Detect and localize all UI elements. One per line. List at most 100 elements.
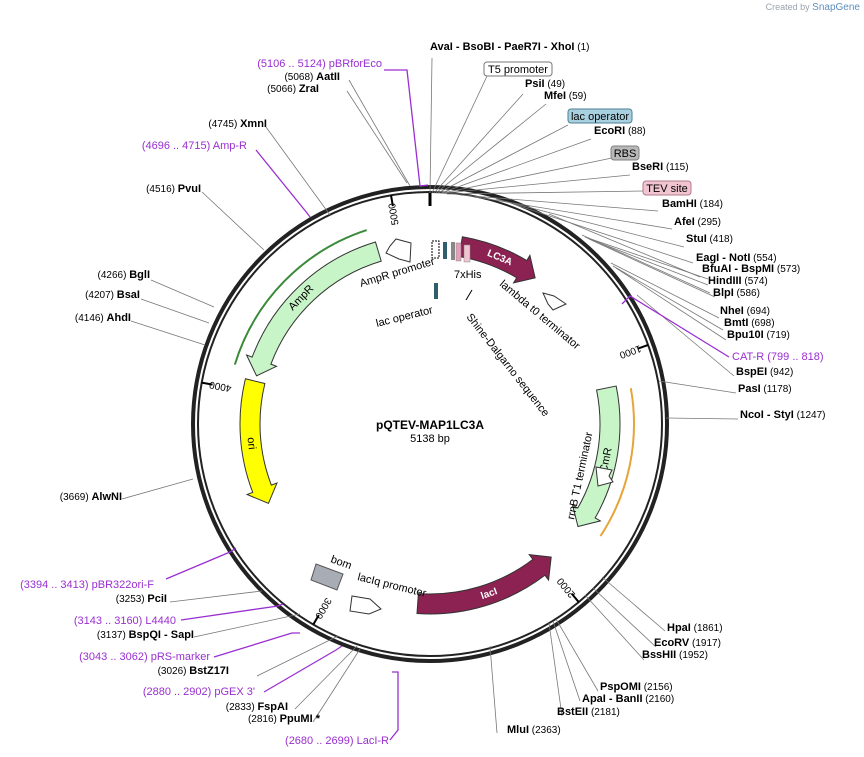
snapgene-logo: SnapGene	[812, 2, 860, 13]
his-tag-block	[455, 242, 462, 262]
enzyme-label: StuI (418)	[686, 233, 733, 245]
boxed-feature-box	[483, 61, 553, 77]
enzyme-label: MluI (2363)	[507, 724, 561, 736]
enzyme-label: (4207) BsaI	[85, 289, 140, 301]
ampr-promoter-arrow	[385, 238, 412, 263]
enzyme-label: (5066) ZraI	[267, 83, 319, 95]
credit-prefix: Created by	[765, 2, 810, 12]
enzyme-label: AfeI (295)	[674, 216, 721, 228]
sd-block	[465, 289, 473, 301]
feature-label-ori: ori	[245, 437, 258, 450]
feature-arrow-cmr	[571, 385, 621, 528]
plasmid-length: 5138 bp	[410, 433, 450, 445]
enzyme-label: (4146) AhdI	[75, 312, 131, 324]
primer-label: (2680 .. 2699) LacI-R	[285, 735, 389, 747]
label-lac-operator: lac operator	[375, 304, 435, 330]
tick-label: 2000	[555, 575, 578, 599]
boxed-feature-label: TEV site	[646, 183, 688, 195]
boxed-feature-box	[567, 108, 633, 124]
feature-label-laci: lacI	[480, 586, 500, 602]
enzyme-label: (3253) PciI	[116, 593, 167, 605]
primer-label: (3394 .. 3413) pBR322ori-F	[20, 579, 154, 591]
enzyme-label: (2833) FspAI	[226, 701, 288, 713]
label-shine-dalgarno: Shine-Dalgarno sequence	[464, 311, 552, 419]
tick-mark	[390, 195, 394, 207]
plasmid-name: pQTEV-MAP1LC3A	[376, 418, 484, 432]
enzyme-label: (3669) AlwNI	[60, 491, 122, 503]
feature-outline-ampr	[233, 229, 368, 365]
primer-lines	[165, 69, 730, 741]
boxed-feature-box	[610, 145, 640, 161]
enzyme-label: Bpu10I (719)	[727, 329, 790, 341]
primer-label: (4696 .. 4715) Amp-R	[142, 140, 247, 152]
feature-outline-cmr	[599, 387, 635, 537]
enzyme-label: (4745) XmnI	[208, 118, 267, 130]
primer-labels: (5106 .. 5124) pBRforEco (4696 .. 4715) A…	[20, 58, 823, 747]
bom-block	[310, 563, 344, 591]
primer-label: (5106 .. 5124) pBRforEco	[257, 58, 382, 70]
enzyme-label: (3026) BstZ17I	[158, 665, 229, 677]
leader-lines	[121, 57, 739, 734]
feature-arrow-lc3a	[458, 236, 536, 284]
label-7xhis: 7xHis	[454, 269, 482, 281]
tick-label: 4000	[208, 378, 232, 393]
tick-label: 1000	[617, 342, 642, 360]
enzyme-label: PsiI (49)	[525, 78, 565, 90]
enzyme-label: NcoI - StyI (1247)	[740, 409, 825, 421]
snapgene-credit: Created by SnapGene	[766, 2, 860, 13]
tick-mark	[637, 343, 649, 350]
primer-label: (3143 .. 3160) L4440	[74, 615, 176, 627]
label-bom: bom	[329, 554, 353, 573]
enzyme-label: PspOMI (2156)	[600, 681, 673, 693]
laciq-promoter-arrow	[349, 595, 382, 615]
tick-label: 5000	[387, 202, 402, 226]
tick-mark	[570, 592, 580, 603]
boxed-feature-box	[642, 180, 692, 196]
lac-operator-block	[443, 242, 447, 259]
enzyme-label: (4266) BglI	[98, 269, 150, 281]
enzyme-label: BmtI (698)	[724, 317, 775, 329]
feature-arrow-laci	[416, 553, 552, 615]
lambda-terminator-arrow	[542, 292, 568, 311]
enzyme-label: (3137) BspQI - SapI	[97, 629, 194, 641]
enzyme-label: BamHI (184)	[662, 198, 723, 210]
enzyme-label: BstEII (2181)	[557, 706, 620, 718]
primer-label: (2880 .. 2902) pGEX 3'	[143, 686, 255, 698]
enzyme-label: HpaI (1861)	[667, 622, 723, 634]
enzyme-label: BseRI (115)	[632, 161, 689, 173]
rbs-block	[451, 242, 455, 260]
tick-mark	[312, 614, 320, 626]
tev-block	[463, 244, 471, 263]
enzyme-label: AvaI - BsoBI - PaeR7I - XhoI (1)	[430, 41, 589, 53]
t5-promoter-block	[431, 240, 440, 259]
feature-arrow-ori	[239, 378, 278, 505]
label-laciq-promoter: lacIq promoter	[356, 571, 427, 600]
enzyme-label: BspEI (942)	[736, 366, 793, 378]
feature-label-cmr: CmR	[598, 447, 615, 474]
label-lambda-terminator: lambda t0 terminator	[497, 278, 582, 352]
enzyme-label: (2816) PpuMI *	[248, 713, 321, 725]
enzyme-label: HindIII (574)	[708, 275, 768, 287]
enzyme-label: BssHII (1952)	[642, 649, 708, 661]
boxed-feature-label: RBS	[614, 148, 637, 160]
feature-arrow-ampr	[245, 241, 382, 377]
tick-mark	[201, 381, 213, 386]
enzyme-labels: AvaI - BsoBI - PaeR7I - XhoI (1) PsiI (49…	[60, 41, 826, 736]
enzyme-label: (4516) PvuI	[146, 183, 201, 195]
enzyme-label: EcoRV (1917)	[654, 637, 721, 649]
enzyme-label: EcoRI (88)	[594, 125, 646, 137]
primer-label: (3043 .. 3062) pRS-marker	[79, 651, 210, 663]
enzyme-label: BfuAI - BspMI (573)	[702, 263, 800, 275]
enzyme-label: BlpI (586)	[713, 287, 760, 299]
enzyme-label: NheI (694)	[720, 305, 770, 317]
enzyme-label: ApaI - BanII (2160)	[582, 693, 674, 705]
primer-label: CAT-R (799 .. 818)	[732, 351, 824, 363]
boxed-feature-label: lac operator	[571, 111, 629, 123]
tick-label: 3000	[312, 596, 333, 621]
rrnb-terminator-arrow	[595, 466, 614, 487]
boxed-feature-label: T5 promoter	[488, 64, 548, 76]
enzyme-label: EagI - NotI (554)	[696, 252, 777, 264]
